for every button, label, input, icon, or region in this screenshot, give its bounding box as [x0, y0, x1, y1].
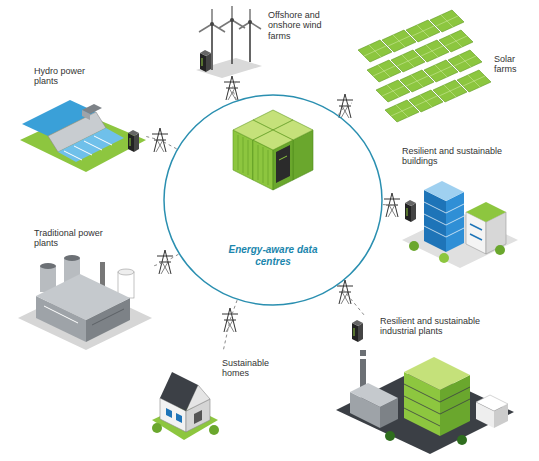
power-line — [223, 300, 237, 352]
hydro-dam — [20, 100, 146, 172]
power-line — [232, 80, 237, 100]
home: Sustainable homes — [148, 352, 277, 447]
power-line — [339, 285, 365, 316]
server-racks — [233, 110, 313, 190]
wind-turbines — [196, 6, 262, 78]
data-centre-ring: Energy-aware data centres — [163, 94, 383, 306]
power-line — [154, 254, 178, 266]
office-buildings — [402, 181, 518, 268]
power-line — [338, 103, 352, 115]
node-label: Resilient and sustainable buildings — [402, 146, 517, 167]
industrial-plant: Resilient and sustainable industrial pla… — [328, 316, 518, 456]
solar-farm: Solar farms — [352, 4, 533, 122]
industrial-plant — [336, 320, 514, 454]
power-line — [146, 136, 177, 148]
node-label: Resilient and sustainable industrial pla… — [380, 316, 498, 337]
hydro-plant: Hydro power plants — [16, 66, 146, 174]
node-label: Hydro power plants — [34, 66, 94, 87]
node-label: Sustainable homes — [222, 358, 274, 379]
solar-panels — [358, 10, 491, 122]
wind-farm: Offshore and onshore wind farms — [190, 8, 330, 80]
power-station — [18, 255, 152, 350]
power-line — [383, 204, 400, 206]
node-label: Traditional power plants — [34, 228, 114, 249]
buildings: Resilient and sustainable buildings — [400, 146, 520, 272]
pylons — [152, 76, 400, 332]
node-label: Offshore and onshore wind farms — [268, 10, 326, 41]
ring-outline — [163, 94, 383, 306]
house — [152, 372, 219, 440]
power-plant: Traditional power plants — [14, 228, 154, 352]
node-label: Solar farms — [494, 54, 530, 75]
node-label: Energy-aware data centres — [223, 244, 323, 267]
